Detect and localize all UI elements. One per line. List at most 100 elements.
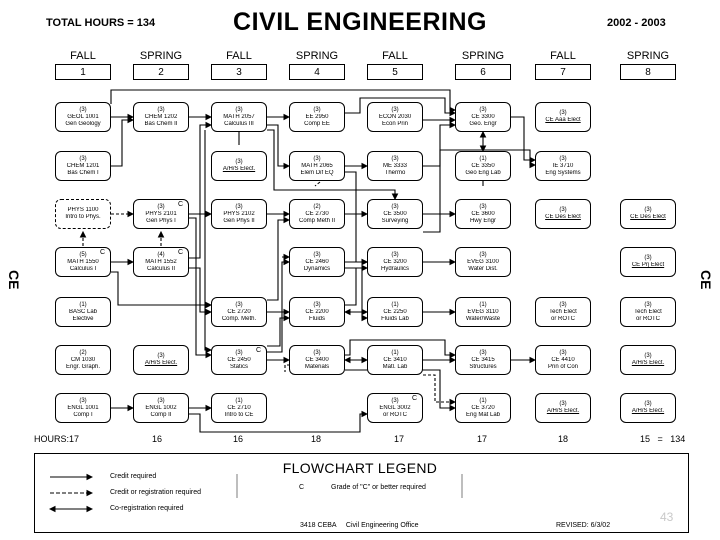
- semester-number-6: 6: [455, 64, 511, 80]
- link-engl1002-engl3002: [189, 410, 369, 433]
- semester-hours-7: 18: [558, 434, 569, 444]
- course-code: MATH 2065: [301, 162, 333, 169]
- semester-number-7: 7: [535, 64, 591, 80]
- course-credits: (3): [391, 251, 399, 258]
- semester-hours-8: 15 = 134: [640, 434, 686, 444]
- course-title: Comp Meth II: [298, 217, 335, 224]
- course-title: Fluids Lab: [381, 315, 409, 322]
- course-credits: (3): [313, 155, 321, 162]
- course-cedes[interactable]: (3)CE Des Elect: [535, 199, 591, 229]
- course-ceaaa[interactable]: (3)CE Aaa Elect: [535, 102, 591, 132]
- link-ce2200-ce3200: [345, 264, 369, 306]
- academic-year: 2002 - 2003: [607, 17, 666, 29]
- course-code: ECON 2030: [378, 113, 412, 120]
- page-title: CIVIL ENGINEERING: [233, 8, 487, 36]
- link-ce3500-ce3300: [423, 121, 457, 233]
- semester-name-2: SPRING: [139, 50, 183, 62]
- semester-number-8: 8: [620, 64, 676, 80]
- course-title: Eng Mat Lab: [465, 411, 501, 418]
- course-cedes8[interactable]: (3)CE Des Elect: [620, 199, 676, 229]
- course-title: Gen Phys II: [223, 217, 255, 224]
- link-ce2450-ce2460: [267, 258, 291, 353]
- course-ahs2[interactable]: (3)A/H/S Elect.: [211, 151, 267, 181]
- course-title: Matl. Lab: [382, 363, 408, 370]
- flowchart-legend: [34, 453, 689, 533]
- course-code: MATH 1550: [67, 258, 99, 265]
- course-code: A/H/S Elect.: [631, 408, 665, 414]
- course-title: Comp II: [150, 411, 172, 418]
- link-ce3410-ce3720: [423, 374, 457, 406]
- course-code: CE 3600: [471, 210, 495, 217]
- course-credits: (3): [313, 301, 321, 308]
- link-chem1201-chem1202: [111, 116, 135, 167]
- prerequisite-lines: [79, 89, 537, 433]
- course-credits: (3): [559, 349, 567, 356]
- course-title: Dynamics: [303, 265, 331, 272]
- course-credits: (1): [479, 397, 487, 404]
- course-credits: (3): [479, 203, 487, 210]
- link-math2065-ce3200: [345, 171, 369, 266]
- course-code: CE Des Elect: [545, 214, 581, 220]
- course-ahs1[interactable]: (3)A/H/S Elect.: [133, 345, 189, 375]
- link-phys2101-ce2450: [189, 217, 213, 359]
- course-title: Prin of Con: [547, 363, 578, 370]
- course-credits: (3): [79, 397, 87, 404]
- total-hours-label: TOTAL HOURS = 134: [46, 17, 156, 29]
- course-code: CE 3410: [383, 356, 407, 363]
- course-credits: (3): [644, 255, 652, 261]
- course-ceprj[interactable]: (3)CE Prj Elect: [620, 247, 676, 277]
- hours-label: HOURS:17: [34, 434, 80, 444]
- course-title: Comp I: [73, 411, 93, 418]
- grade-c-marker: C: [99, 249, 105, 256]
- course-ahs8b[interactable]: (3)A/H/S Elect.: [620, 393, 676, 423]
- course-code: CE 3200: [383, 258, 407, 265]
- course-credits: (3): [644, 353, 652, 359]
- course-credits: (3): [644, 207, 652, 213]
- link-math-diag: [314, 181, 321, 187]
- course-ahs8a[interactable]: (3)A/H/S Elect.: [620, 345, 676, 375]
- course-ahs7[interactable]: (3)A/H/S Elect.: [535, 393, 591, 423]
- link-ce2460-ce2250: [345, 267, 369, 322]
- semester-number-1: 1: [55, 64, 111, 80]
